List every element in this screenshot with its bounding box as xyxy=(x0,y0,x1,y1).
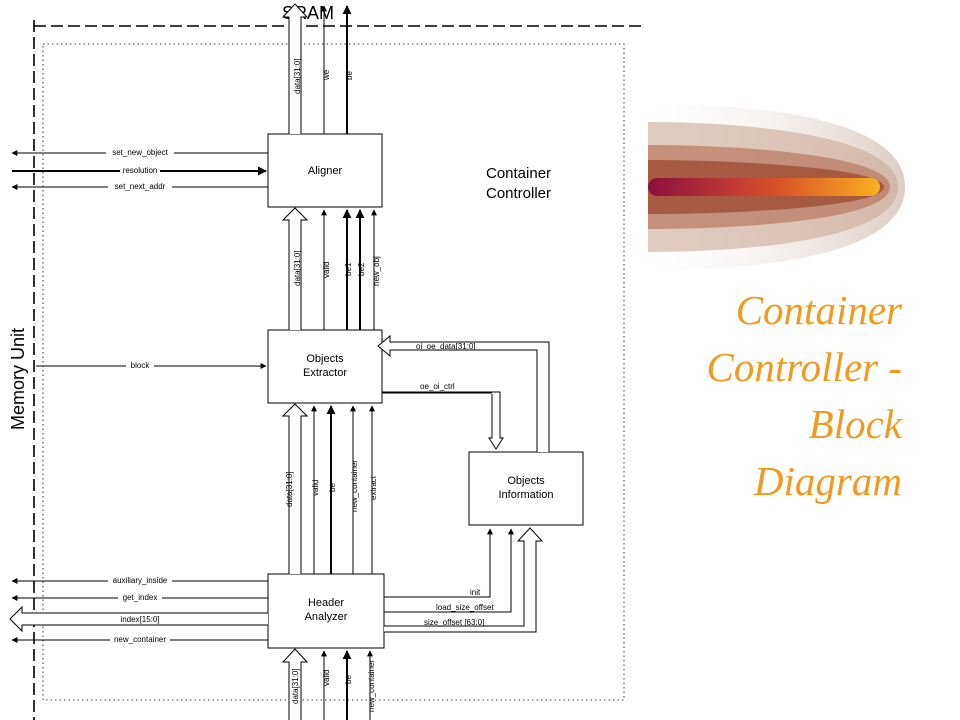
aligner-label: Aligner xyxy=(308,165,343,177)
ex-be2-label: be2 xyxy=(357,262,366,276)
header-analyzer-label-line2: Analyzer xyxy=(305,611,348,623)
memory-unit-boundary xyxy=(33,20,645,720)
aligner-block: Aligner xyxy=(267,133,383,208)
analyzer-to-info-signals: init load_size_offset size_offset [63:0] xyxy=(384,527,544,633)
analyzer-input-signals: data[31:0] valid be new_container xyxy=(281,648,376,720)
memory-unit-label: Memory Unit xyxy=(8,328,28,430)
objects-extractor-label-line2: Extractor xyxy=(303,367,347,379)
analyzer-to-extractor-signals: data[31:0] valid be new_container extrac… xyxy=(281,403,378,574)
ha-data-label: data[31:0] xyxy=(285,471,294,507)
header-analyzer-block: Header Analyzer xyxy=(267,573,385,649)
extractor-to-aligner-signals: data[31:0] valid be1 be2 new_obj xyxy=(281,207,381,330)
block-signal: block xyxy=(36,361,267,371)
ha-valid-label: valid xyxy=(311,480,320,496)
container-controller-label-line1: Container xyxy=(486,165,551,182)
ex-be1-label: be1 xyxy=(344,262,353,276)
ha-extract-label: extract xyxy=(369,475,378,500)
load-size-offset-label: load_size_offset xyxy=(436,603,494,612)
ex-new-obj-label: new_obj xyxy=(372,256,381,286)
oe-oi-ctrl-label: oe_oi_ctrl xyxy=(420,382,455,391)
in-data-label: data[31:0] xyxy=(291,668,300,704)
container-controller-boundary xyxy=(42,43,625,701)
aligner-to-sram-signals: data[31:0] we be xyxy=(281,3,354,134)
get-index-label: get_index xyxy=(123,593,158,602)
in-valid-label: valid xyxy=(322,670,331,686)
new-container-out-label: new_container xyxy=(114,635,166,644)
set-next-addr-label: set_next_addr xyxy=(115,182,166,191)
ha-new-container-label: new_container xyxy=(350,460,359,512)
objects-information-block: Objects Information xyxy=(468,451,584,526)
slide-title-line1: Container xyxy=(735,287,902,333)
decorative-beam-graphic xyxy=(648,104,905,270)
objects-information-label-line2: Information xyxy=(498,489,553,501)
objects-extractor-block: Objects Extractor xyxy=(267,329,383,404)
block-label: block xyxy=(131,361,151,370)
container-controller-label-line2: Controller xyxy=(486,185,551,202)
slide-title: Container Controller - Block Diagram xyxy=(642,282,902,510)
slide-title-line3: Block xyxy=(808,401,902,447)
header-analyzer-label-line1: Header xyxy=(308,597,344,609)
slide-title-line2: Controller - xyxy=(706,344,902,390)
aligner-left-signals: set_new_object resolution set_next_addr xyxy=(11,147,268,192)
in-new-container-label: new_container xyxy=(367,660,376,712)
sram-we-label: we xyxy=(322,69,331,81)
ex-data-label: data[31:0] xyxy=(293,250,302,286)
ha-be-label: be xyxy=(328,483,337,492)
info-extractor-signals: oi_oe_data[31:0] oe_oi_ctrl xyxy=(377,334,550,452)
objects-extractor-label-line1: Objects xyxy=(306,353,344,365)
auxiliary-inside-label: auxiliary_inside xyxy=(113,576,168,585)
sram-be-label: be xyxy=(345,71,354,80)
set-new-object-label: set_new_object xyxy=(112,148,168,157)
init-label: init xyxy=(470,588,481,597)
sram-data-label: data[31:0] xyxy=(293,58,302,94)
resolution-label: resolution xyxy=(123,166,158,175)
ex-valid-label: valid xyxy=(322,262,331,278)
analyzer-left-signals: auxiliary_inside get_index index[15:0] n… xyxy=(9,576,268,645)
in-be-label: be xyxy=(344,675,353,684)
objects-information-label-line1: Objects xyxy=(507,475,545,487)
index-label: index[15:0] xyxy=(120,615,159,624)
size-offset-label: size_offset [63:0] xyxy=(424,618,484,627)
oi-oe-data-label: oi_oe_data[31:0] xyxy=(416,342,476,351)
slide-title-line4: Diagram xyxy=(753,458,902,504)
